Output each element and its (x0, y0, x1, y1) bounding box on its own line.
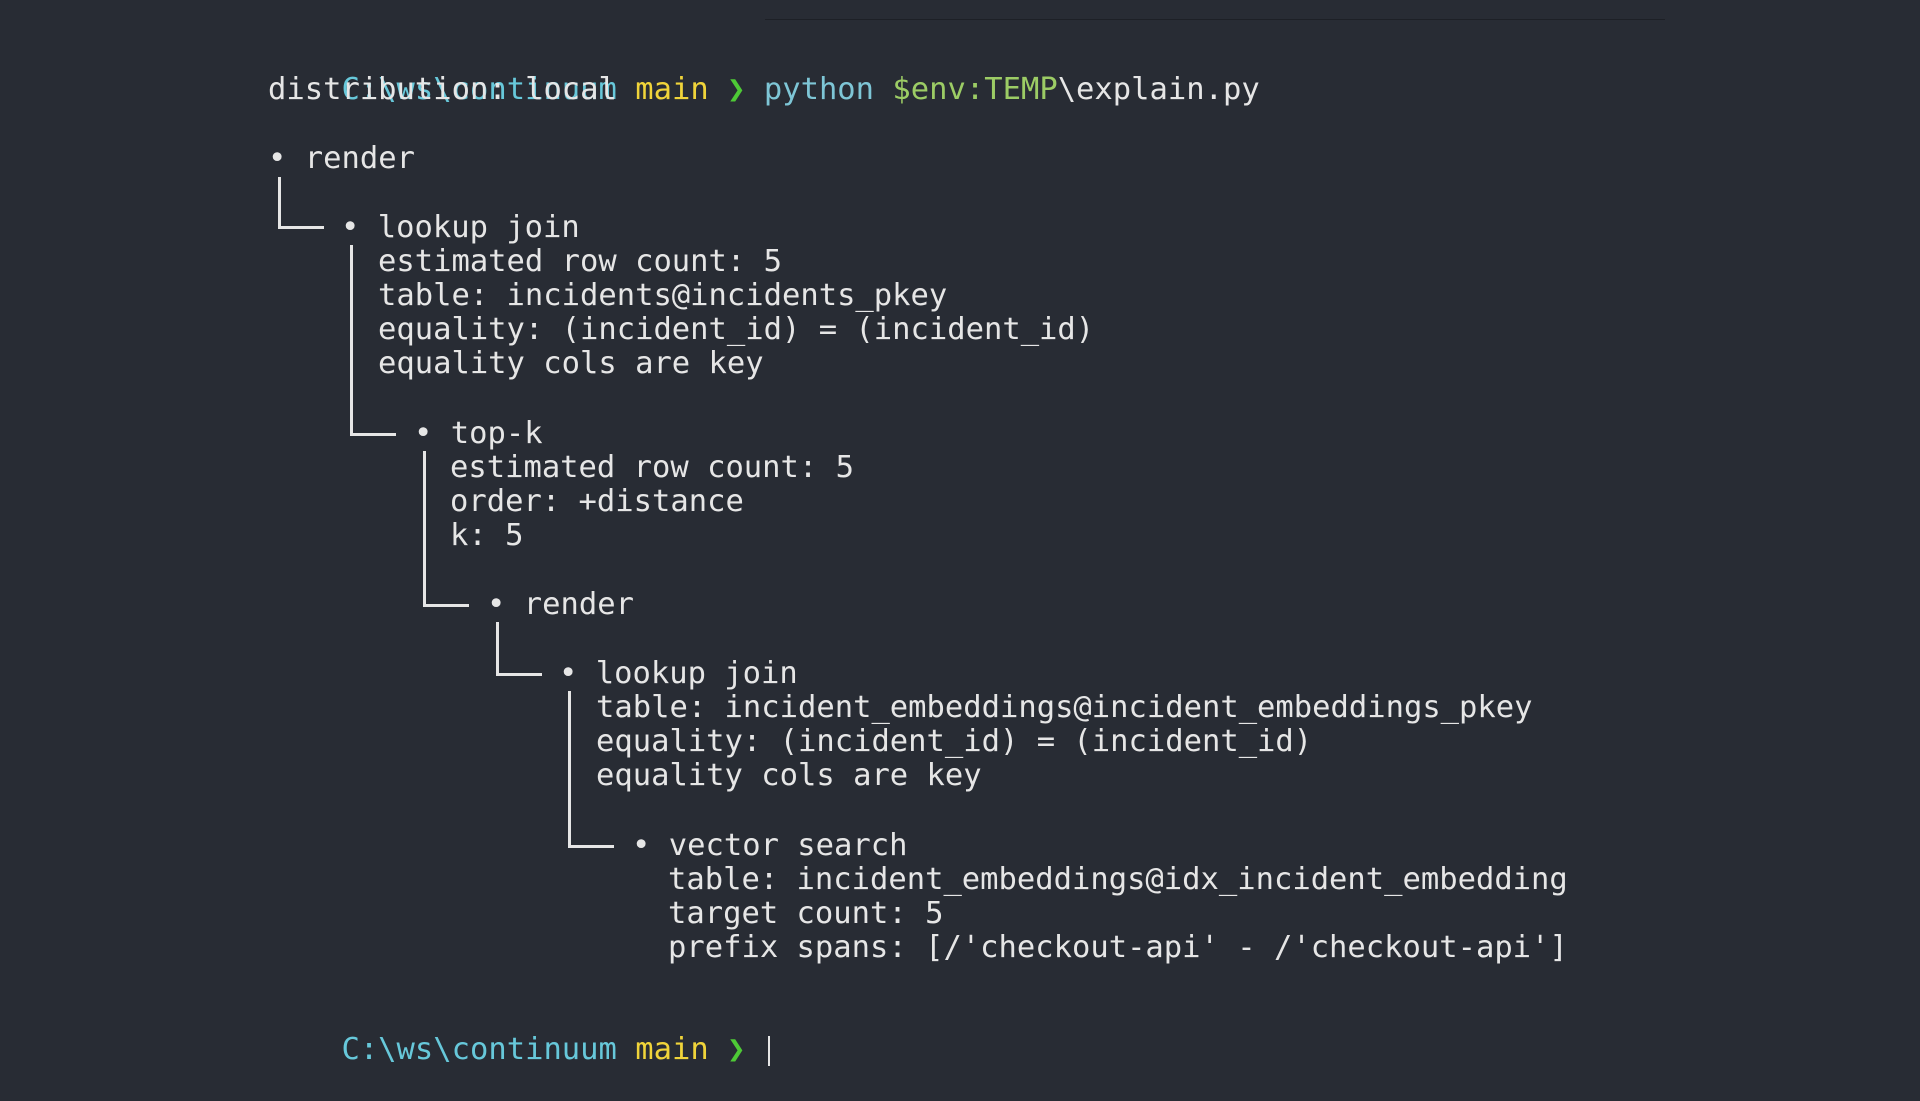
window-edge (765, 19, 1665, 20)
command-program: python (763, 72, 875, 107)
prompt-line[interactable]: C:\ws\continuum main ❯ (268, 999, 770, 1067)
command-line: C:\ws\continuum main ❯ python $env:TEMP\… (268, 39, 1259, 107)
tree-connector (350, 245, 353, 436)
node-detail: equality cols are key (378, 346, 764, 381)
node-detail: prefix spans: [/'checkout-api' - /'check… (668, 930, 1568, 965)
node-detail: equality cols are key (596, 758, 982, 793)
bullet: • (341, 210, 360, 245)
tree-connector (496, 622, 499, 676)
distribution-line: distribution: local (268, 72, 617, 107)
node-detail: k: 5 (450, 518, 524, 553)
bullet: • (559, 656, 578, 691)
plan-node-lookup-join: • lookup join (341, 211, 580, 245)
plan-node-render: • render (268, 142, 415, 176)
plan-node-render: • render (487, 588, 634, 622)
bullet: • (414, 416, 433, 451)
node-detail: table: incident_embeddings@incident_embe… (596, 690, 1533, 725)
node-detail: estimated row count: 5 (450, 450, 854, 485)
node-detail: order: +distance (450, 484, 744, 519)
tree-connector (278, 226, 324, 229)
tree-connector (496, 673, 542, 676)
node-label: top-k (450, 416, 543, 451)
node-label: lookup join (377, 210, 580, 245)
plan-node-lookup-join: • lookup join (559, 657, 798, 691)
tree-connector (568, 845, 614, 848)
node-detail: equality: (incident_id) = (incident_id) (596, 724, 1313, 759)
plan-node-top-k: • top-k (414, 417, 543, 451)
node-label: render (304, 141, 415, 176)
bullet: • (487, 587, 506, 622)
node-detail: estimated row count: 5 (378, 244, 782, 279)
command-env-var: $env:TEMP (892, 72, 1058, 107)
node-detail: equality: (incident_id) = (incident_id) (378, 312, 1095, 347)
text-cursor[interactable] (767, 1035, 770, 1066)
plan-node-vector-search: • vector search (632, 829, 907, 863)
bullet: • (268, 141, 287, 176)
bullet: • (632, 828, 651, 863)
tree-connector (278, 177, 281, 229)
node-detail: table: incidents@incidents_pkey (378, 278, 948, 313)
tree-connector (568, 691, 571, 848)
tree-connector (350, 433, 396, 436)
prompt-arrow: ❯ (727, 72, 746, 107)
prompt-branch: main (635, 1032, 709, 1067)
prompt-arrow: ❯ (727, 1032, 746, 1067)
node-label: lookup join (595, 656, 798, 691)
prompt-path: C:\ws\continuum (341, 1032, 617, 1067)
node-detail: table: incident_embeddings@idx_incident_… (668, 862, 1568, 897)
node-detail: target count: 5 (668, 896, 944, 931)
prompt-path: C:\ws\continuum (341, 72, 617, 107)
command-script: \explain.py (1057, 72, 1260, 107)
prompt-branch: main (635, 72, 709, 107)
node-label: vector search (668, 828, 908, 863)
tree-connector (423, 604, 469, 607)
node-label: render (523, 587, 634, 622)
tree-connector (423, 451, 426, 607)
